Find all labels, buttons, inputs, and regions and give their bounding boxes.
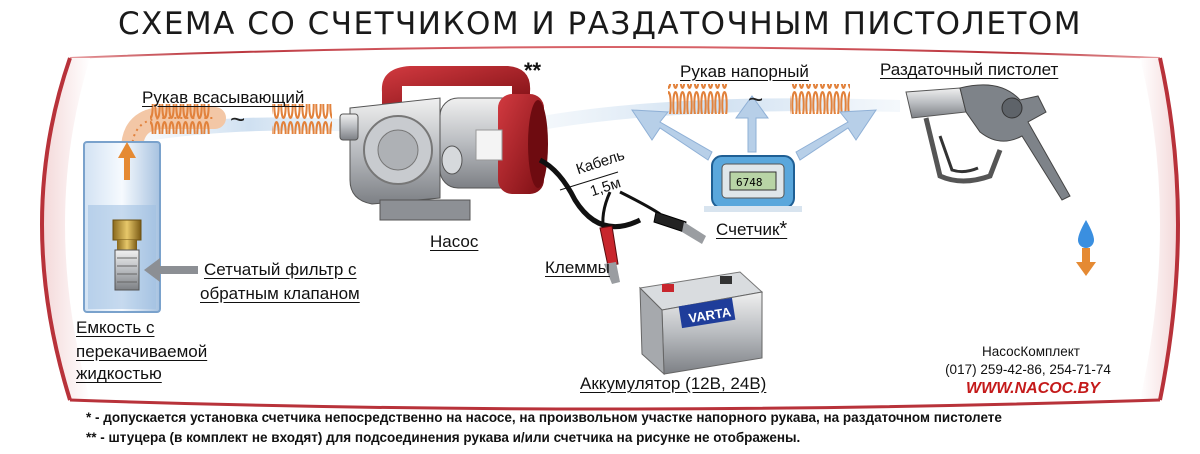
counter-placement-arrows — [631, 95, 877, 161]
counter-footnote-marker: * — [779, 218, 788, 240]
footnote-double-star: ** - штуцера (в комплект не входят) для … — [86, 430, 801, 445]
counter-display: 6748 — [736, 176, 763, 189]
pump-footnote-marker: ** — [524, 58, 542, 83]
suction-hose-coil-right — [272, 104, 332, 134]
pressure-hose-coil-left — [668, 84, 728, 114]
tank-label-line3: жидкостью — [76, 364, 162, 383]
company-website-link[interactable]: WWW.NACOC.BY — [966, 380, 1100, 397]
company-phones: (017) 259-42-86, 254-71-74 — [945, 362, 1111, 377]
dispensing-gun-label: Раздаточный пистолет — [880, 60, 1059, 79]
counter-label-text: Счетчик — [716, 220, 780, 239]
dispensing-gun-illustration — [905, 84, 1071, 201]
diagram-title: СХЕМА СО СЧЕТЧИКОМ И РАЗДАТОЧНЫМ ПИСТОЛЕ… — [117, 6, 1083, 42]
pressure-hose-coil-right — [790, 84, 850, 114]
filter-pointer-arrow — [144, 258, 198, 282]
battery-label: Аккумулятор (12В, 24В) — [580, 374, 767, 393]
counter-label: Счетчик* — [716, 218, 787, 241]
suction-hose-coil-left — [150, 104, 210, 134]
footnote-single-star: * - допускается установка счетчика непос… — [86, 410, 1002, 425]
clamps-label: Клеммы — [545, 258, 610, 277]
counter-illustration: 6748 — [704, 155, 802, 212]
drop-illustration — [1076, 220, 1096, 276]
filter-label-line2: обратным клапаном — [200, 284, 360, 303]
battery-illustration: VARTA — [638, 271, 764, 376]
suction-hose-label: Рукав всасывающий — [142, 88, 305, 107]
battery-brand-text: VARTA — [687, 304, 732, 326]
pump-label: Насос — [430, 232, 479, 251]
tank-label-line2: перекачиваемой — [76, 342, 208, 361]
clamps-illustration — [599, 190, 706, 284]
tank-label-line1: Емкость с — [76, 318, 155, 337]
pressure-hose-label: Рукав напорный — [680, 62, 809, 81]
pressure-hose-tilde: ~ — [748, 84, 764, 114]
pump-illustration — [339, 66, 642, 230]
filter-label-line1: Сетчатый фильтр с — [204, 260, 357, 279]
tank-illustration — [83, 141, 161, 313]
suction-hose-tilde: ~ — [230, 104, 246, 134]
company-name: НасосКомплект — [981, 344, 1080, 359]
